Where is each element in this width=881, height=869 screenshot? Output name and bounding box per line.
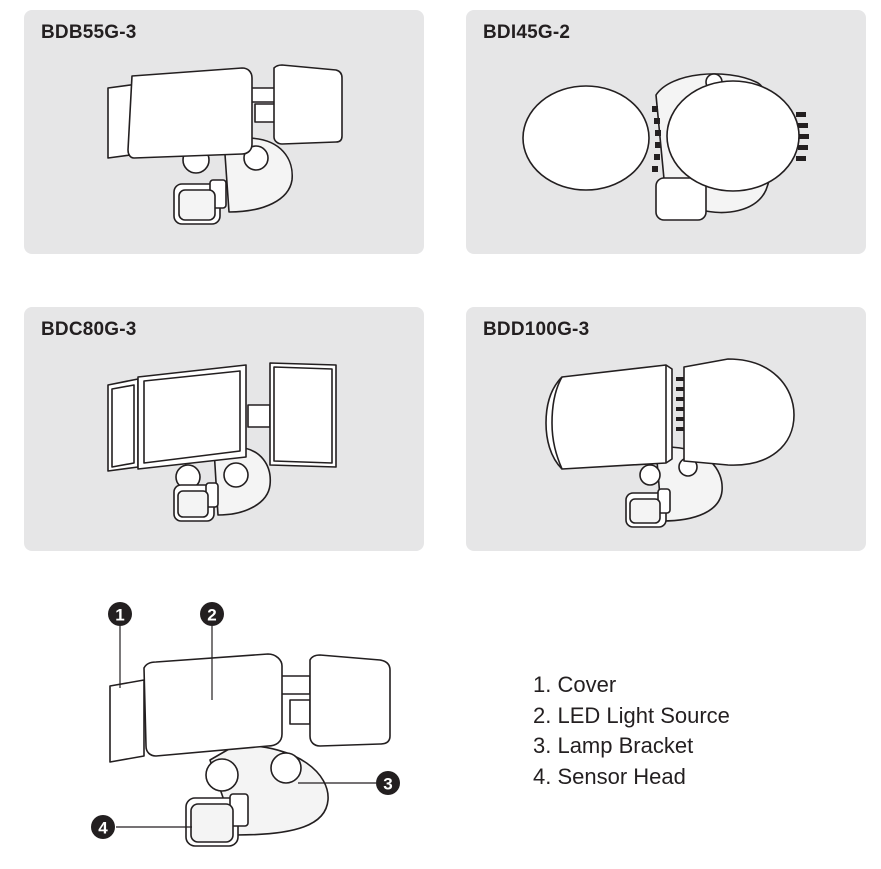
callout-3: 3 xyxy=(376,771,400,795)
labeled-fixture-drawing xyxy=(109,653,391,847)
model-panel-bdb55g-3: BDB55G-3 xyxy=(24,10,424,254)
parts-diagram: 1 2 3 4 xyxy=(91,602,400,847)
callout-number: 2 xyxy=(207,606,216,625)
model-name: BDC80G-3 xyxy=(41,319,137,340)
bdb55g-3-fixture-drawing xyxy=(107,64,343,225)
parts-legend: 1. Cover 2. LED Light Source 3. Lamp Bra… xyxy=(533,670,730,792)
callout-2: 2 xyxy=(200,602,224,626)
callout-1: 1 xyxy=(108,602,132,626)
part-lamp-bracket: 3. Lamp Bracket xyxy=(533,733,694,758)
model-panel-bdc80g-3: BDC80G-3 xyxy=(24,307,424,551)
callout-number: 4 xyxy=(98,819,108,838)
bdd100g-3-fixture-drawing xyxy=(545,358,795,528)
bdi45g-2-fixture-drawing xyxy=(522,73,809,221)
model-panel-bdd100g-3: BDD100G-3 xyxy=(466,307,866,551)
bdc80g-3-fixture-drawing xyxy=(107,362,337,522)
model-panel-bdi45g-2: BDI45G-2 xyxy=(466,10,866,254)
model-name: BDB55G-3 xyxy=(41,22,137,43)
leader-lines xyxy=(116,626,376,828)
callout-number: 1 xyxy=(115,606,124,625)
callout-4: 4 xyxy=(91,815,115,839)
part-sensor-head: 4. Sensor Head xyxy=(533,763,686,789)
model-name: BDD100G-3 xyxy=(483,319,590,340)
part-led-light-source: 2. LED Light Source xyxy=(533,702,730,728)
callout-number: 3 xyxy=(383,775,392,794)
part-cover: 1. Cover xyxy=(533,672,617,697)
model-name: BDI45G-2 xyxy=(483,22,571,43)
